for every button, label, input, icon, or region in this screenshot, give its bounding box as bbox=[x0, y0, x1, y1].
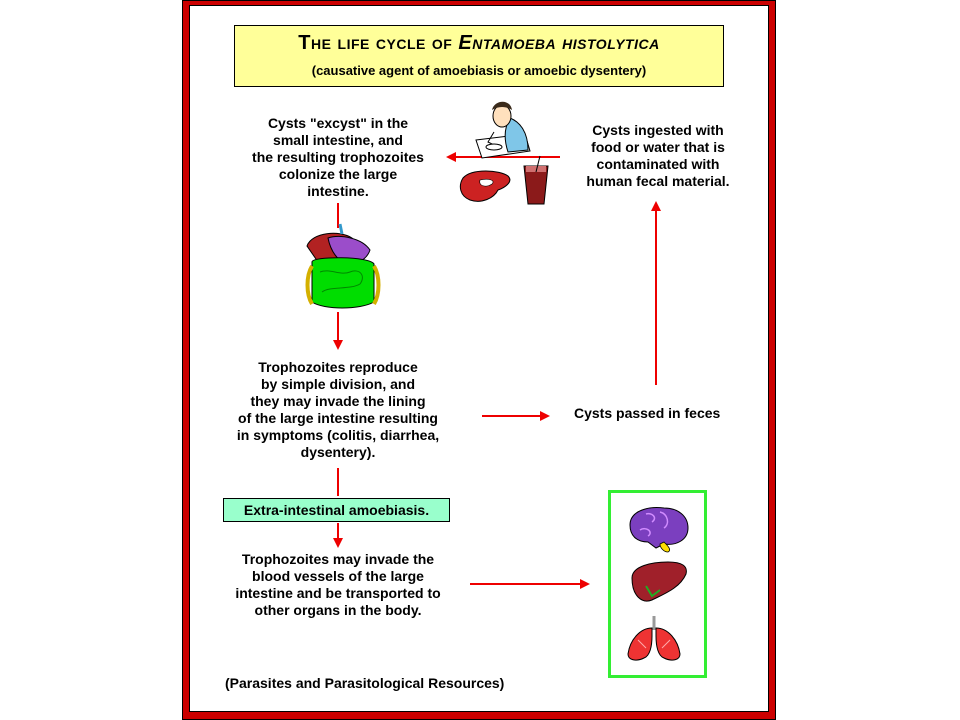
step-excyst-line: colonize the large bbox=[278, 166, 398, 182]
step-invade-line: other organs in the body. bbox=[254, 602, 422, 618]
step-ingested-line: food or water that is bbox=[591, 139, 725, 155]
step-reproduce: Trophozoites reproduce by simple divisio… bbox=[218, 359, 458, 461]
liver-icon bbox=[631, 561, 687, 602]
step-excyst-line: small intestine, and bbox=[273, 132, 403, 148]
brain-icon bbox=[629, 507, 689, 553]
title-prefix: The life cycle of bbox=[298, 32, 459, 54]
step-invade: Trophozoites may invade the blood vessel… bbox=[218, 551, 458, 619]
intestine-icon bbox=[305, 223, 381, 309]
step-reproduce-line: dysentery). bbox=[300, 444, 376, 460]
organs-box bbox=[608, 490, 707, 678]
extra-intestinal-label: Extra-intestinal amoebiasis. bbox=[223, 498, 450, 522]
step-passed: Cysts passed in feces bbox=[574, 405, 721, 421]
step-excyst-line: the resulting trophozoites bbox=[252, 149, 424, 165]
step-reproduce-line: they may invade the lining bbox=[250, 393, 426, 409]
step-excyst: Cysts "excyst" in the small intestine, a… bbox=[228, 115, 448, 200]
step-excyst-line: intestine. bbox=[307, 183, 369, 199]
step-invade-line: intestine and be transported to bbox=[235, 585, 441, 601]
step-invade-line: Trophozoites may invade the bbox=[241, 551, 435, 567]
step-reproduce-line: in symptoms (colitis, diarrhea, bbox=[236, 427, 440, 443]
lungs-icon bbox=[627, 616, 681, 661]
step-excyst-line: Cysts "excyst" in the bbox=[267, 115, 409, 131]
step-reproduce-line: Trophozoites reproduce bbox=[258, 359, 418, 375]
step-invade-line: blood vessels of the large bbox=[252, 568, 424, 584]
steak-icon bbox=[459, 170, 511, 202]
step-ingested-line: Cysts ingested with bbox=[592, 122, 724, 138]
person-eating-icon bbox=[475, 101, 531, 159]
step-ingested-line: human fecal material. bbox=[586, 173, 730, 189]
diagram-canvas bbox=[189, 5, 769, 712]
step-ingested: Cysts ingested with food or water that i… bbox=[568, 122, 748, 190]
title-organism: Entamoeba histolytica bbox=[458, 32, 660, 54]
title-box: The life cycle of Entamoeba histolytica … bbox=[234, 25, 724, 87]
step-reproduce-line: of the large intestine resulting bbox=[238, 410, 438, 426]
page-subtitle: (causative agent of amoebiasis or amoebi… bbox=[311, 63, 647, 78]
source-citation: (Parasites and Parasitological Resources… bbox=[225, 675, 505, 691]
drink-glass-icon bbox=[523, 155, 549, 205]
page-title: The life cycle of Entamoeba histolytica bbox=[235, 32, 723, 55]
step-ingested-line: contaminated with bbox=[596, 156, 720, 172]
step-reproduce-line: by simple division, and bbox=[260, 376, 416, 392]
